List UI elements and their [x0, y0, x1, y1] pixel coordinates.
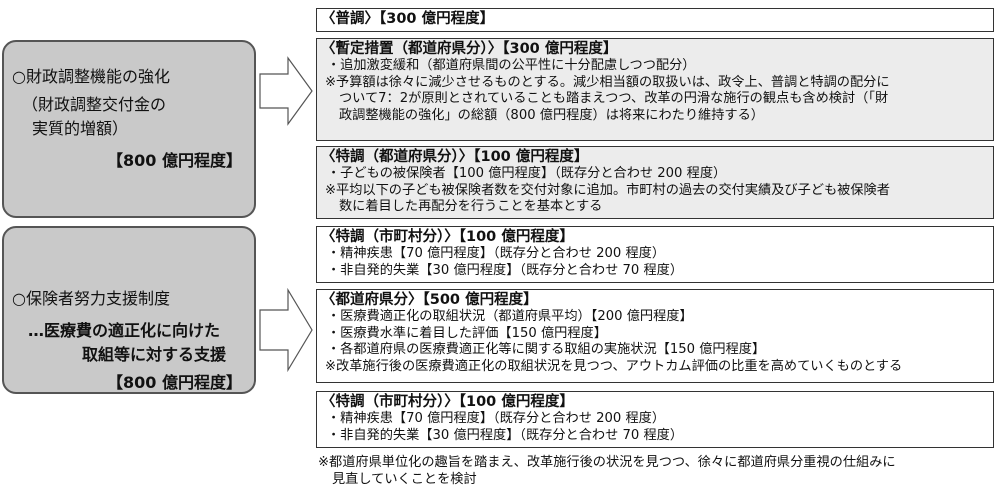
prefecture-box: 〈都道府県分〉【500 億円程度】 ・医療費適正化の取組状況（都道府県平均）【2…	[316, 289, 994, 383]
note-line: ※平均以下の子ども被保険者数を交付対象に追加。市町村の過去の交付実績及び子ども被…	[325, 182, 890, 198]
note-line: 政調整機能の強化」の総額（800 億円程度）は将来にわたり維持する）	[339, 107, 764, 123]
box-heading: 〈特調（都道府県分）〉【100 億円程度】	[321, 149, 589, 165]
box-heading: 〈特調（市町村分）〉【100 億円程度】	[321, 229, 574, 245]
note-line: ※予算額は徐々に減少させるものとする。減少相当額の取扱いは、政令上、普調と特調の…	[325, 74, 890, 90]
box-sub: 取組等に対する支援	[82, 345, 227, 364]
general-adjustment-box: 〈普調〉【300 億円程度】	[316, 8, 994, 32]
special-municipal-box: 〈特調（市町村分）〉【100 億円程度】 ・精神疾患【70 億円程度】（既存分と…	[316, 226, 994, 283]
box-title: ○財政調整機能の強化	[12, 67, 170, 86]
box-sub: …医療費の適正化に向けた	[28, 321, 221, 340]
fiscal-adjustment-box: ○財政調整機能の強化 （財政調整交付金の 実質的増額） 【800 億円程度】	[2, 40, 256, 218]
box-title: ○保険者努力支援制度	[12, 289, 170, 308]
insurer-support-box: ○保険者努力支援制度 …医療費の適正化に向けた 取組等に対する支援 【800 億…	[2, 226, 256, 394]
bullet-item: ・精神疾患【70 億円程度】（既存分と合わせ 200 程度）	[327, 411, 666, 426]
interim-measure-box: 〈暫定措置（都道府県分）〉【300 億円程度】 ・追加激変緩和（都道府県間の公平…	[316, 38, 994, 141]
bullet-item: ・医療費適正化の取組状況（都道府県平均）【200 億円程度】	[327, 309, 693, 324]
bullet-item: ・子どもの被保険者【100 億円程度】（既存分と合わせ 200 程度）	[327, 166, 727, 181]
box-sub: （財政調整交付金の	[22, 95, 167, 114]
note-line: 数に着目した再配分を行うことを基本とする	[339, 199, 603, 214]
box-heading: 〈暫定措置（都道府県分）〉【300 億円程度】	[321, 41, 618, 57]
arrow-right-icon	[259, 56, 313, 126]
box-heading: 〈普調〉【300 億円程度】	[321, 11, 495, 27]
note-line: ついて7：2が原則とされていることも踏まえつつ、改革の円滑な施行の観点も含め検討…	[339, 91, 889, 106]
footnote-line: 見直していくことを検討	[332, 471, 477, 487]
special-pref-box: 〈特調（都道府県分）〉【100 億円程度】 ・子どもの被保険者【100 億円程度…	[316, 146, 994, 219]
box-heading: 〈特調（市町村分）〉【100 億円程度】	[321, 394, 574, 410]
arrow-right-icon	[259, 288, 313, 372]
note-line: ※改革施行後の医療費適正化の取組状況を見つつ、アウトカム評価の比重を高めていくも…	[325, 358, 903, 374]
box-heading: 〈都道府県分〉【500 億円程度】	[321, 292, 538, 308]
box-amount: 【800 億円程度】	[107, 373, 242, 392]
bullet-item: ・非自発的失業【30 億円程度】（既存分と合わせ 70 程度）	[327, 262, 684, 278]
special-municipal-box-2: 〈特調（市町村分）〉【100 億円程度】 ・精神疾患【70 億円程度】（既存分と…	[316, 391, 994, 448]
footnote: ※都道府県単位化の趣旨を踏まえ、改革施行後の状況を見つつ、徐々に都道府県分重視の…	[318, 455, 998, 488]
footnote-line: ※都道府県単位化の趣旨を踏まえ、改革施行後の状況を見つつ、徐々に都道府県分重視の…	[318, 455, 896, 470]
bullet-item: ・非自発的失業【30 億円程度】（既存分と合わせ 70 程度）	[327, 427, 684, 443]
bullet-item: ・精神疾患【70 億円程度】（既存分と合わせ 200 程度）	[327, 246, 666, 261]
box-sub: 実質的増額）	[32, 119, 129, 138]
bullet-item: ・医療費水準に着目した評価【150 億円程度】	[327, 325, 607, 341]
box-amount: 【800 億円程度】	[107, 151, 242, 170]
bullet-item: ・各都道府県の医療費適正化等に関する取組の実施状況【150 億円程度】	[327, 342, 766, 357]
bullet-item: ・追加激変緩和（都道府県間の公平性に十分配慮しつつ配分）	[327, 58, 696, 73]
